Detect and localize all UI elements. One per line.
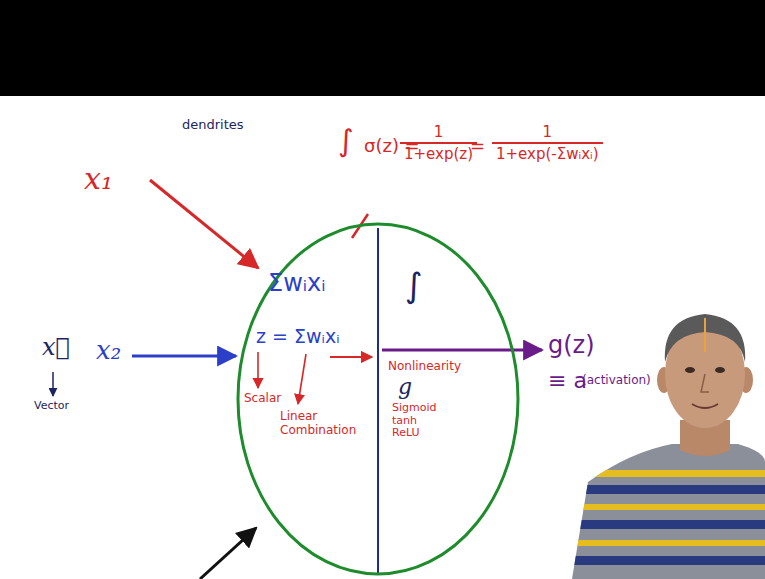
part-name: dendrites bbox=[182, 118, 244, 133]
fraction-numerator: 1 bbox=[430, 124, 448, 142]
input-arrow bbox=[132, 355, 236, 358]
hair bbox=[665, 314, 745, 362]
input-arrow bbox=[150, 180, 258, 268]
forehead-mark bbox=[704, 318, 706, 352]
annotation-note: Vector bbox=[34, 400, 69, 413]
output-expression: g(z) bbox=[548, 332, 595, 360]
pointer-arrow bbox=[330, 356, 372, 358]
annotation-note: (activation) bbox=[582, 374, 651, 388]
stripe bbox=[560, 504, 765, 510]
input-variable: x₂ bbox=[96, 336, 121, 366]
eye bbox=[715, 367, 725, 373]
function-symbol: g bbox=[398, 374, 412, 399]
annotation-note: Linear Combination bbox=[280, 410, 356, 438]
stripe bbox=[560, 556, 765, 565]
top-bar bbox=[0, 0, 765, 96]
pointer-arrow bbox=[298, 354, 306, 404]
input-variable: x₁ bbox=[84, 162, 113, 197]
mouth bbox=[692, 404, 718, 408]
annotation-note: Nonlinearity bbox=[388, 360, 461, 374]
activation-list: Sigmoid tanh ReLU bbox=[392, 402, 437, 440]
pointer-arrow bbox=[257, 352, 259, 388]
shirt-stripes bbox=[560, 470, 765, 565]
divider-line bbox=[377, 228, 379, 574]
eye bbox=[685, 367, 695, 373]
output-arrow bbox=[382, 349, 542, 352]
output-expression: ≡ a bbox=[548, 368, 587, 393]
stripe bbox=[560, 470, 765, 477]
stripe bbox=[560, 485, 765, 494]
formula-text: σ(z) = bbox=[364, 136, 420, 157]
integral-symbol: ∫ bbox=[338, 124, 354, 159]
vector-symbol: x⃗ bbox=[42, 334, 70, 362]
linear-equation: z = Σwᵢxᵢ bbox=[256, 326, 340, 348]
pointer-arrow bbox=[52, 372, 54, 396]
fraction-denominator: 1+exp(-Σwᵢxᵢ) bbox=[492, 142, 603, 163]
circle-outline bbox=[238, 224, 518, 574]
nose bbox=[701, 374, 709, 392]
stripe bbox=[560, 520, 765, 529]
formula-text: = bbox=[470, 136, 485, 157]
sum-expression: Σwᵢxᵢ bbox=[268, 270, 326, 298]
input-arrow bbox=[200, 528, 256, 579]
fraction-numerator: 1 bbox=[539, 124, 557, 142]
integral-symbol: ∫ bbox=[405, 266, 423, 305]
fraction: 11+exp(-Σwᵢxᵢ) bbox=[492, 124, 603, 163]
stripe bbox=[560, 540, 765, 546]
neuron-circle: Σwᵢxᵢ z = ΣwᵢxᵢScalarLinear Combination ∫ N… bbox=[236, 222, 520, 576]
annotation-note: Scalar bbox=[244, 392, 281, 406]
